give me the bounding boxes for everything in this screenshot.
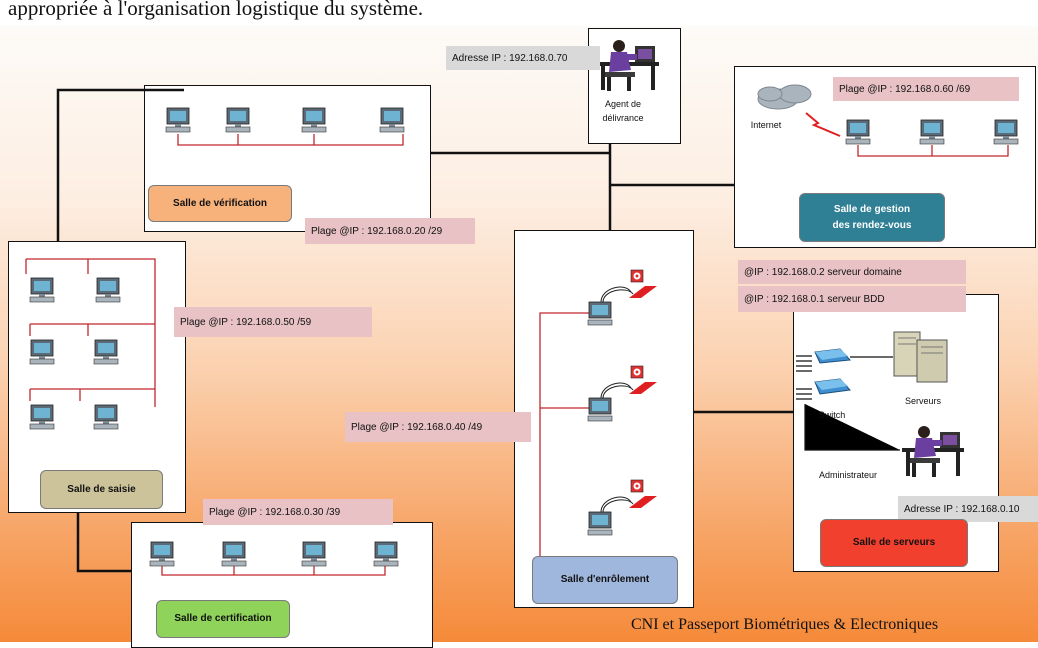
enrolement-ip-range: Plage @IP : 192.168.0.40 /49 [345, 412, 531, 442]
serveurs-label: Serveurs [904, 396, 941, 406]
agent-box [588, 28, 681, 144]
server-domain-ip: @IP : 192.168.0.2 serveur domaine [738, 260, 966, 284]
agent-label-2: délivrance [602, 113, 644, 123]
verification-ip-range: Plage @IP : 192.168.0.20 /29 [305, 218, 475, 244]
rendezvous-ip-range: Plage @IP : 192.168.0.60 /69 [833, 77, 1019, 101]
switch-label: Switch [818, 410, 846, 420]
admin-ip: Adresse IP : 192.168.0.10 [898, 496, 1038, 522]
caption-text: appropriée à l'organisation logistique d… [8, 0, 424, 20]
saisie-room-label: Salle de saisie [40, 470, 163, 509]
internet-label: Internet [750, 120, 782, 130]
diagram-footer: CNI et Passeport Biométriques & Electron… [631, 616, 939, 633]
certification-room-label: Salle de certification [156, 600, 290, 638]
saisie-ip-range: Plage @IP : 192.168.0.50 /59 [174, 307, 372, 337]
caption-bar: appropriée à l'organisation logistique d… [0, 0, 1038, 26]
enrolement-room-label: Salle d'enrôlement [532, 556, 678, 604]
server-bdd-ip: @IP : 192.168.0.1 serveur BDD [738, 286, 966, 312]
servers-room-label: Salle de serveurs [820, 519, 968, 567]
verification-room-label: Salle de vérification [148, 185, 292, 222]
enrolement-room-box [514, 230, 694, 608]
certification-ip-range: Plage @IP : 192.168.0.30 /39 [203, 499, 393, 525]
agent-ip: Adresse IP : 192.168.0.70 [446, 46, 600, 70]
admin-label: Administrateur [818, 470, 878, 480]
agent-label-1: Agent de [604, 99, 642, 109]
